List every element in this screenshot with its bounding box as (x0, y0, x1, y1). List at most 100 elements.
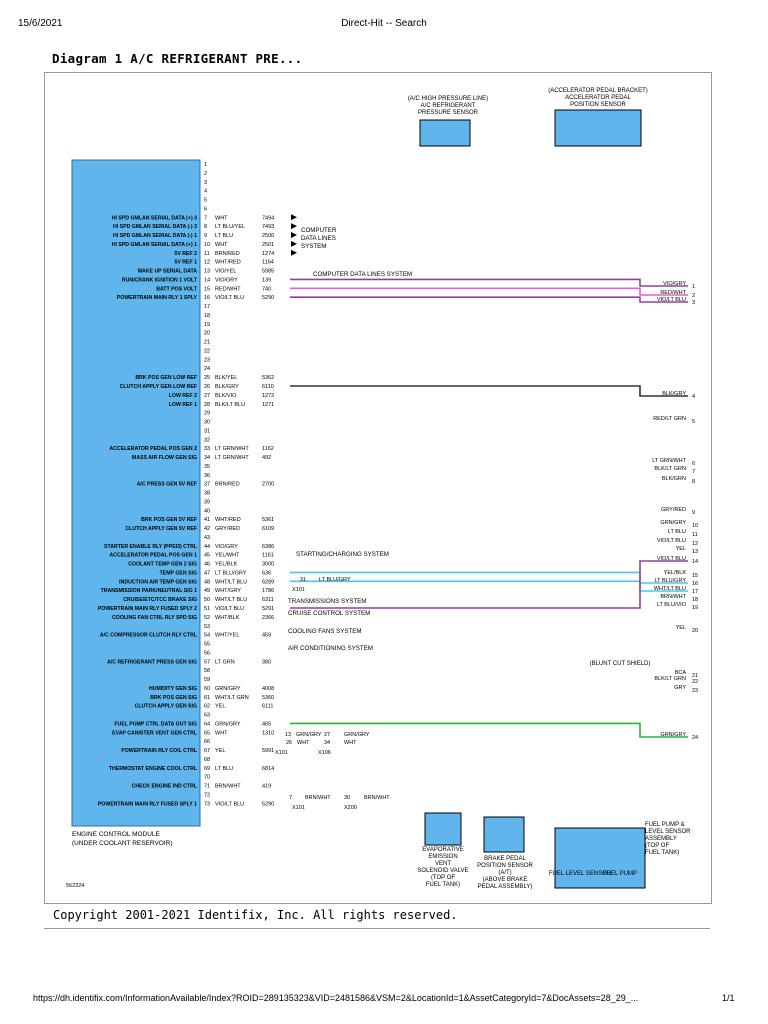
ecm-circuit-number: 1161 (262, 553, 274, 559)
ecm-circuit-number: 2501 (262, 242, 274, 248)
right-connector-number: 4 (692, 394, 695, 400)
ecm-wire-color: WHT (215, 215, 228, 221)
right-connector-wire: GRY (674, 685, 686, 691)
shield-label: (BLUNT CUT SHIELD) (590, 661, 651, 667)
ecm-circuit-number: 1272 (262, 393, 274, 399)
ecm-wire-color: BLK/LT BLU (215, 402, 245, 408)
ecm-pin-number: 35 (204, 464, 210, 470)
ecm-to-right-wire (290, 296, 688, 303)
ecm-wire-color: LT BLU/YEL (215, 224, 245, 230)
ecm-pin-number: 7 (204, 215, 207, 221)
ecm-wire-color: VIO/LT BLU (215, 606, 244, 612)
ecm-pin-number: 30 (204, 420, 210, 426)
ecm-pin-number: 26 (204, 384, 210, 390)
ecm-circuit-number: 139 (262, 277, 271, 283)
ecm-pin-number: 10 (204, 242, 210, 248)
ecm-pin-label: INDUCTION AIR TEMP GEN SIG (119, 579, 197, 585)
ecm-circuit-number: 5362 (262, 375, 274, 381)
right-connector-number: 19 (692, 605, 698, 611)
ecm-pin-number: 13 (204, 269, 210, 275)
ecm-wire-color: LT BLU/GRY (215, 570, 247, 576)
ecm-wire-color: LT BLU (215, 233, 233, 239)
ecm-pin-number: 24 (204, 366, 210, 372)
ecm-wire-color: WHT/LT BLU (215, 579, 247, 585)
footer-page-number: 1/1 (722, 993, 735, 1003)
inline-wire-7: BRN/WHT (305, 795, 331, 801)
ecm-circuit-number: 6110 (262, 384, 274, 390)
ecm-pin-number: 58 (204, 668, 210, 674)
ecm-pin-label: CLUTCH APPLY GEN LOW REF (120, 384, 197, 390)
ecm-wire-color: BRN/WHT (215, 784, 241, 790)
ecm-pin-label: TEMP GEN SIG (160, 570, 197, 576)
ecm-to-right-wire (290, 287, 688, 296)
ecm-circuit-number: 7494 (262, 215, 274, 221)
fuel-pump-assembly-label: (TOP OF (645, 843, 669, 849)
brake-label: (ABOVE BRAKE (483, 877, 528, 883)
right-connector-number: 14 (692, 559, 698, 565)
ecm-pin-number: 52 (204, 615, 210, 621)
accelerator-pedal-sensor (554, 109, 642, 147)
inline-wire-34: WHT (344, 740, 357, 746)
footer-url[interactable]: https://dh.identifix.com/InformationAvai… (33, 993, 639, 1003)
ecm-to-right-wire (290, 722, 688, 738)
annotation-computer-data: DATA LINES (301, 235, 336, 242)
ecm-pin-number: 41 (204, 517, 210, 523)
fuel-pump-assembly-label: LEVEL SENSOR (645, 829, 691, 835)
ecm-circuit-number: 4008 (262, 686, 274, 692)
ecm-pin-label: CRUISE/ETC/TCC BRAKE SIG (123, 597, 197, 603)
right-connector-number: 13 (692, 549, 698, 555)
right-connector-number: 22 (692, 679, 698, 685)
right-connector-wire: VIO/LT BLU (657, 297, 686, 303)
ecm-pin-number: 31 (204, 428, 210, 434)
ecm-wire-color: RED/WHT (215, 286, 241, 292)
ecm-pin-number: 2 (204, 171, 207, 177)
fuel-pump-label: FUEL PUMP (603, 871, 637, 877)
ecm-circuit-number: 5291 (262, 606, 274, 612)
ecm-wire-color: BRN/RED (215, 251, 240, 257)
ecm-pin-label: CHECK ENGINE IND CTRL (132, 784, 198, 790)
ecm-wire-color: YEL/WHT (215, 553, 240, 559)
ecm-pin-label: COOLING FAN CTRL RLY SPD SIG (112, 615, 197, 621)
ecm-pin-number: 11 (204, 251, 210, 257)
right-connector-number: 2 (692, 293, 695, 299)
right-connector-number: 3 (692, 300, 695, 306)
right-connector-number: 24 (692, 735, 698, 741)
ecm-circuit-number: 380 (262, 659, 271, 665)
ecm-circuit-number: 1162 (262, 446, 274, 452)
annotation-transmission: TRANSMISSIONS SYSTEM (288, 598, 366, 605)
right-connector-number: 1 (692, 284, 695, 290)
ecm-pin-label: CLUTCH APPLY GEN 5V REF (125, 526, 197, 532)
ecm-circuit-number: 1310 (262, 730, 274, 736)
ecm-circuit-number: 7493 (262, 224, 274, 230)
diagram-frame (44, 72, 712, 904)
evap-label: (TOP OF (431, 875, 455, 881)
right-connector-number: 6 (692, 461, 695, 467)
ecm-pin-label: HI SPD GMLAN SERIAL DATA (+) 1 (112, 242, 197, 248)
fuel-pump-assembly (554, 827, 646, 889)
data-arrow-icon (291, 214, 297, 221)
ecm-pin-number: 44 (204, 544, 210, 550)
ecm-pin-label: POWERTRAIN RLY COIL CTRL (121, 748, 198, 754)
evap-label: FUEL TANK) (426, 882, 460, 888)
ecm-pin-number: 25 (204, 375, 210, 381)
ecm-pin-label: THERMOSTAT ENGINE COOL CTRL (109, 766, 198, 772)
ecm-pin-number: 39 (204, 499, 210, 505)
right-connector-wire: LT BLU (668, 529, 686, 535)
right-connector-wire: BCA (675, 670, 687, 676)
ecm-pin-number: 34 (204, 455, 210, 461)
ecm-pin-number: 16 (204, 295, 210, 301)
right-connector-wire: VIO/LT BLU (657, 556, 686, 562)
inline-pin-34: 34 (324, 740, 330, 746)
ecm-circuit-number: 1164 (262, 260, 274, 266)
evap-label: SOLENOID VALVE (417, 868, 468, 874)
ecm-pin-number: 50 (204, 597, 210, 603)
ecm-pin-number: 4 (204, 189, 207, 195)
ecm-pin-number: 36 (204, 473, 210, 479)
ecm-wire-color: LT GRN/WHT (215, 455, 249, 461)
connector-x101: X101 (292, 587, 305, 593)
ecm-pin-label: BRK POS GEN 5V REF (141, 517, 197, 523)
ecm-pin-number: 69 (204, 766, 210, 772)
ac-pressure-sensor (419, 119, 471, 147)
fuel-level-label: FUEL LEVEL SENSOR (549, 871, 612, 877)
brake-label: (A/T) (498, 870, 511, 876)
